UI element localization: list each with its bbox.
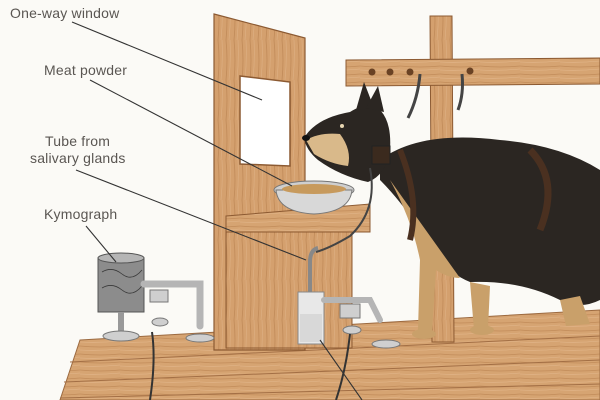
meat-bowl (273, 180, 355, 215)
label-one-way-window: One-way window (10, 5, 120, 21)
label-meat-powder: Meat powder (44, 62, 128, 78)
leader-kymograph (85, 225, 117, 263)
label-tube-line1: Tube from (45, 133, 111, 149)
kymograph (97, 252, 155, 400)
leader-lines (71, 21, 363, 400)
leader-bottom (319, 339, 363, 400)
label-kymograph: Kymograph (44, 206, 118, 222)
label-tube-line2: salivary glands (30, 150, 126, 166)
dog (302, 82, 600, 339)
leader-window (71, 21, 263, 101)
leader-meat (89, 79, 293, 187)
tubing-assembly (140, 246, 401, 400)
leader-tube (75, 169, 307, 261)
